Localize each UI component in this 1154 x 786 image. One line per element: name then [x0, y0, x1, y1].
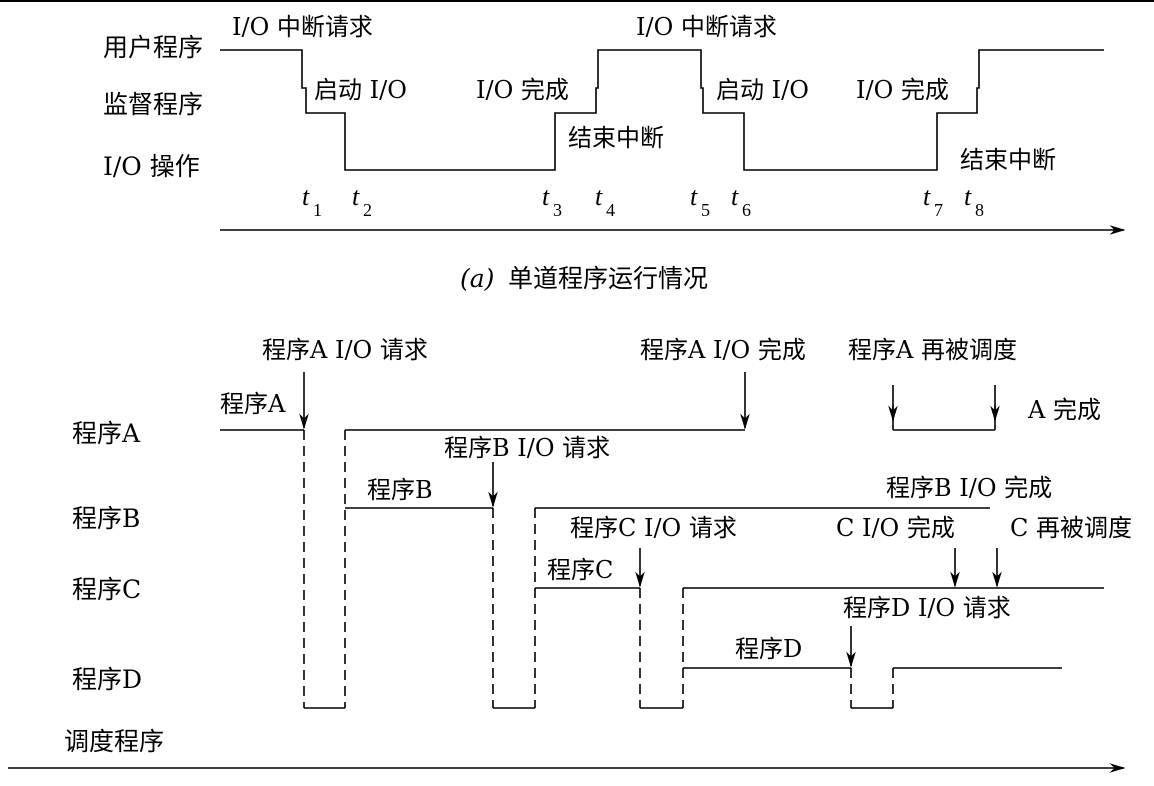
annotation-end-interrupt-1: 结束中断: [568, 124, 664, 152]
part-b-multi-program: 程序A 程序B 程序C 程序D 调度程序: [8, 336, 1132, 773]
annotation-program-c-io-request: 程序C I/O 请求: [570, 514, 737, 542]
svg-text:t: t: [352, 182, 360, 211]
annotation-program-a-io-request: 程序A I/O 请求: [262, 336, 428, 364]
single-program-timeline: [220, 49, 1104, 171]
row-label-io-operation: I/O 操作: [103, 152, 200, 181]
annotation-start-io-2: 启动 I/O: [716, 76, 809, 104]
row-label-program-c: 程序C: [72, 575, 141, 604]
row-label-user-program: 用户程序: [103, 33, 203, 62]
annotation-program-a-io-complete: 程序A I/O 完成: [640, 336, 806, 364]
svg-text:t: t: [690, 182, 698, 211]
svg-text:t: t: [923, 182, 931, 211]
row-label-supervisor: 监督程序: [103, 90, 203, 119]
row-label-scheduler: 调度程序: [64, 727, 164, 756]
svg-text:7: 7: [934, 200, 943, 220]
caption-a-prefix: (a): [460, 264, 494, 293]
annotation-a-complete: A 完成: [1027, 396, 1101, 424]
caption-a: 单道程序运行情况: [508, 264, 708, 293]
time-mark-t1: t 1: [302, 182, 322, 220]
svg-text:1: 1: [313, 200, 322, 220]
svg-text:t: t: [964, 182, 972, 211]
svg-text:t: t: [302, 182, 310, 211]
annotation-program-a-label: 程序A: [220, 390, 286, 418]
svg-text:2: 2: [363, 200, 372, 220]
annotation-end-interrupt-2: 结束中断: [960, 146, 1056, 174]
annotation-program-d-label: 程序D: [735, 635, 802, 663]
time-mark-t4: t 4: [595, 182, 615, 220]
svg-text:5: 5: [701, 200, 710, 220]
svg-text:t: t: [542, 182, 550, 211]
annotation-io-interrupt-request-1: I/O 中断请求: [232, 13, 373, 41]
time-mark-t5: t 5: [690, 182, 710, 220]
row-label-program-b: 程序B: [72, 504, 140, 533]
svg-text:t: t: [731, 182, 739, 211]
svg-text:8: 8: [975, 200, 984, 220]
time-mark-t8: t 8: [964, 182, 984, 220]
annotation-c-rescheduled: C 再被调度: [1010, 514, 1132, 542]
annotation-start-io-1: 启动 I/O: [314, 76, 407, 104]
row-label-program-a: 程序A: [72, 419, 141, 448]
program-a-run-2-brackets: [892, 405, 996, 430]
svg-text:4: 4: [606, 200, 615, 220]
svg-text:6: 6: [742, 200, 751, 220]
annotation-program-c-label: 程序C: [547, 556, 613, 584]
annotation-program-a-rescheduled: 程序A 再被调度: [848, 336, 1017, 364]
time-mark-t2: t 2: [352, 182, 372, 220]
annotation-program-b-label: 程序B: [367, 476, 433, 504]
annotation-io-interrupt-request-2: I/O 中断请求: [636, 13, 777, 41]
annotation-io-complete-2: I/O 完成: [856, 76, 949, 104]
svg-text:3: 3: [553, 200, 562, 220]
annotation-io-complete-1: I/O 完成: [476, 76, 569, 104]
annotation-program-b-io-complete: 程序B I/O 完成: [886, 474, 1052, 502]
row-label-program-d: 程序D: [72, 665, 142, 694]
time-mark-t3: t 3: [542, 182, 562, 220]
annotation-program-b-io-request: 程序B I/O 请求: [444, 434, 610, 462]
part-a-single-program: 用户程序 监督程序 I/O 操作 I/O 中断请求 启动 I/O I/O 完成 …: [103, 13, 1126, 293]
svg-text:t: t: [595, 182, 603, 211]
annotation-program-d-io-request: 程序D I/O 请求: [843, 594, 1011, 622]
annotation-c-io-complete: C I/O 完成: [836, 514, 955, 542]
time-mark-t7: t 7: [923, 182, 943, 220]
time-mark-t6: t 6: [731, 182, 751, 220]
